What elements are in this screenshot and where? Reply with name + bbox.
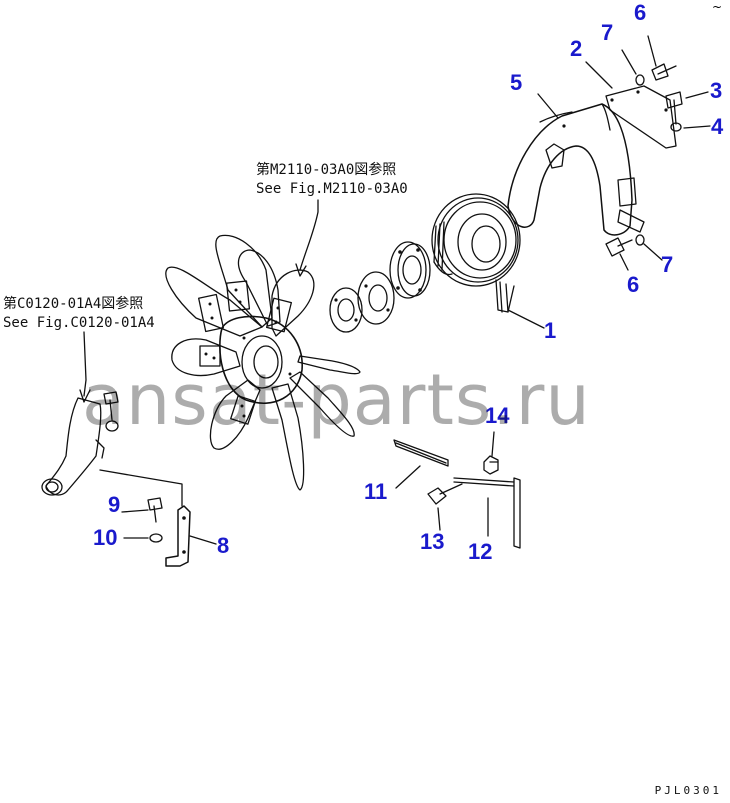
bolt-9 xyxy=(147,497,163,523)
callout-6-top: 6 xyxy=(634,0,647,25)
washer-4 xyxy=(670,122,682,132)
rivet-plate xyxy=(265,297,293,333)
callout-1: 1 xyxy=(544,318,557,343)
fan-guard xyxy=(507,103,633,236)
callout-2: 2 xyxy=(570,36,583,61)
washer-7-bottom xyxy=(635,234,645,246)
fan-spider xyxy=(219,315,303,405)
lever-12 xyxy=(453,477,515,487)
callout-6-bottom: 6 xyxy=(627,272,640,297)
guard-plate xyxy=(605,85,677,149)
fan-guard-assembly xyxy=(507,63,683,257)
callout-7-bottom: 7 xyxy=(661,252,674,277)
leader-lines xyxy=(121,35,711,545)
bolt-6-top xyxy=(651,63,677,81)
spacer-ring xyxy=(357,271,395,325)
reference-note-top-jp: 第M2110-03A0図参照 xyxy=(256,162,397,178)
callout-5: 5 xyxy=(510,70,523,95)
rivet-plate xyxy=(230,395,256,425)
callout-10: 10 xyxy=(93,525,118,550)
callout-7-top: 7 xyxy=(601,20,614,45)
bolt-6-bottom xyxy=(605,237,633,257)
drawing-code: PJL0301 xyxy=(654,784,722,797)
fan-blade xyxy=(271,269,315,337)
fan-blade xyxy=(165,266,263,337)
rod-and-lever xyxy=(393,439,521,549)
callout-13: 13 xyxy=(420,529,445,554)
fan-blade xyxy=(215,234,273,328)
nut-14 xyxy=(483,455,499,475)
fan-blade xyxy=(289,371,355,437)
bolt-top-hose xyxy=(103,391,119,421)
fan-blade xyxy=(297,355,361,375)
belt xyxy=(433,221,445,271)
fan-blade xyxy=(171,338,241,377)
spacer-ring xyxy=(329,287,363,333)
pulley-and-belt xyxy=(431,193,521,313)
spacer-ring xyxy=(389,241,427,299)
spacer-rings xyxy=(329,241,431,333)
bolt-3 xyxy=(665,91,683,125)
hose-and-bracket xyxy=(41,391,191,567)
callout-12: 12 xyxy=(468,539,493,564)
fan-hub-bore xyxy=(241,335,283,389)
cooling-fan xyxy=(165,234,361,491)
callout-14: 14 xyxy=(485,403,510,428)
bolt-13 xyxy=(427,483,463,505)
callout-3: 3 xyxy=(710,78,723,103)
rivet-plate xyxy=(225,280,251,312)
reference-note-left-jp: 第C0120-01A4図参照 xyxy=(3,296,144,312)
washer-10 xyxy=(149,533,163,543)
rivet-plate xyxy=(198,293,224,333)
watermark: ansat-parts.ru xyxy=(82,359,591,441)
callout-4: 4 xyxy=(711,114,724,139)
rod-11 xyxy=(393,439,449,467)
callout-9: 9 xyxy=(108,492,121,517)
corner-mark: ~ xyxy=(711,0,722,14)
washer-7-top xyxy=(635,74,645,86)
fan-blade xyxy=(271,383,305,491)
rivet-plate xyxy=(199,345,221,367)
callout-11: 11 xyxy=(364,479,388,504)
fan-hub-inner xyxy=(253,345,279,379)
bracket-8 xyxy=(165,505,191,567)
guard-bracket xyxy=(617,177,637,207)
reference-note-left-en: See Fig.C0120-01A4 xyxy=(3,315,155,331)
reference-arrows xyxy=(79,199,319,403)
callout-8: 8 xyxy=(217,533,230,558)
reference-note-top-en: See Fig.M2110-03A0 xyxy=(256,181,408,197)
